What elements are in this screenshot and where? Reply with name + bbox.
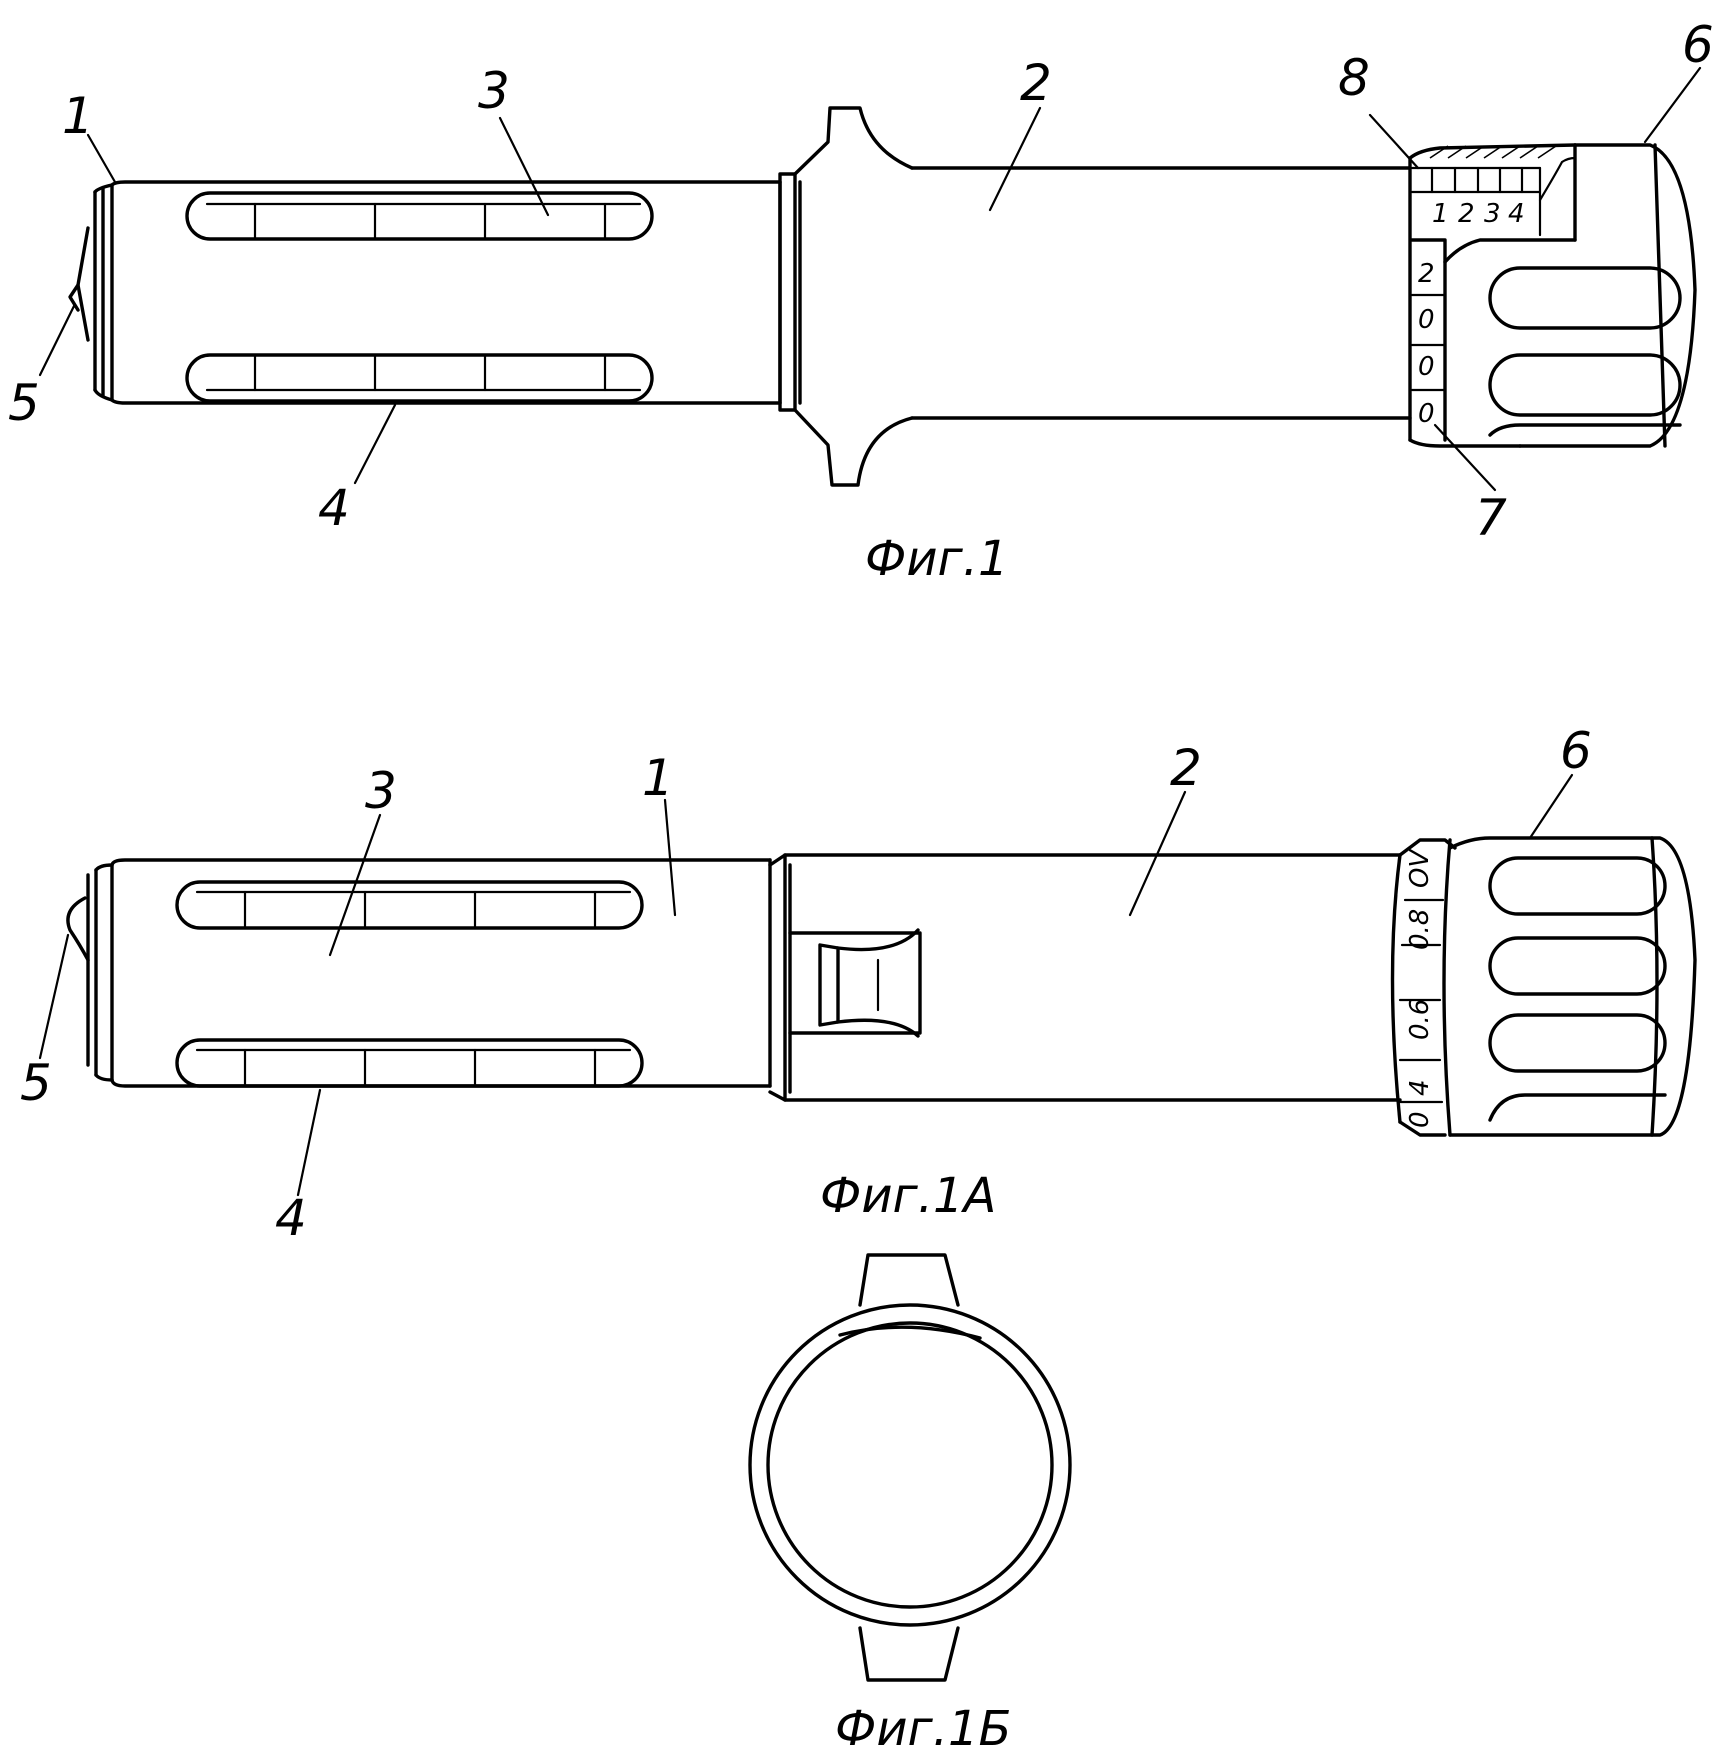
fig1-window-3 [187, 193, 652, 239]
fig1a-scale-side: 0 4 0.6 0.8 OV [1405, 848, 1435, 1128]
fig1-scale-side-2: 0 [1418, 305, 1435, 335]
fig1a-knob [1450, 838, 1695, 1135]
fig1-scale-side-4: 0 [1418, 399, 1435, 429]
fig1a-label-4: 4 [275, 1189, 307, 1247]
fig1a-labels: 1 2 3 4 5 6 0 4 0.6 0.8 OV Фиг.1А [20, 722, 1592, 1247]
fig1-scale-side-1: 2 [1418, 259, 1435, 289]
fig1b-labels: Фиг.1Б [835, 1701, 1011, 1751]
fig1-knob [1445, 145, 1695, 446]
fig1-caption: Фиг.1 [865, 531, 1009, 587]
fig1a-label-3: 3 [365, 762, 397, 820]
fig1a-window-3 [177, 882, 642, 928]
fig1-body [112, 174, 795, 410]
fig1-scale-top-2: 2 [1458, 199, 1475, 229]
fig1a-window-4 [177, 1040, 642, 1086]
fig1a-tip [68, 865, 112, 1080]
fig1-scale-side-3: 0 [1418, 352, 1435, 382]
fig1a-scale-side-4: 0.8 [1405, 909, 1435, 950]
fig1a-label-6: 6 [1560, 722, 1592, 780]
fig1a-caption: Фиг.1А [820, 1168, 996, 1224]
fig1-window-4 [187, 355, 652, 401]
figure-1b [750, 1255, 1070, 1680]
figure-1a [68, 838, 1695, 1135]
fig1-label-3: 3 [478, 62, 510, 120]
fig1-labels: 1 2 3 4 5 6 7 8 1 2 3 4 2 0 0 0 Фиг.1 [8, 16, 1714, 587]
fig1a-label-2: 2 [1170, 739, 1202, 797]
fig1a-clip [790, 930, 920, 1036]
fig1-tip [70, 185, 112, 400]
fig1a-label-1: 1 [642, 749, 674, 807]
fig1a-scale-side-2: 4 [1405, 1079, 1435, 1096]
fig1-label-4: 4 [318, 479, 350, 537]
fig1-scale-top-4: 4 [1508, 199, 1525, 229]
fig1-label-2: 2 [1020, 54, 1052, 112]
fig1-body-2 [912, 168, 1410, 418]
fig1-label-7: 7 [1475, 489, 1507, 547]
fig1a-body-2 [770, 855, 1400, 1100]
fig1a-scale-side-5: OV [1405, 848, 1435, 888]
fig1b-caption: Фиг.1Б [835, 1701, 1011, 1751]
fig1-scale-top-1: 1 [1432, 199, 1449, 229]
fig1-label-8: 8 [1338, 49, 1370, 107]
fig1-scale-top-3: 3 [1484, 199, 1501, 229]
fig1a-scale-side-3: 0.6 [1405, 999, 1435, 1040]
figure-1 [70, 108, 1695, 485]
fig1-label-5: 5 [8, 374, 40, 432]
fig1-label-6: 6 [1682, 16, 1714, 74]
fig1-flange [795, 108, 912, 485]
fig1a-body [112, 860, 770, 1086]
fig1a-scale-side-1: 0 [1405, 1111, 1435, 1128]
fig1a-label-5: 5 [20, 1054, 52, 1112]
